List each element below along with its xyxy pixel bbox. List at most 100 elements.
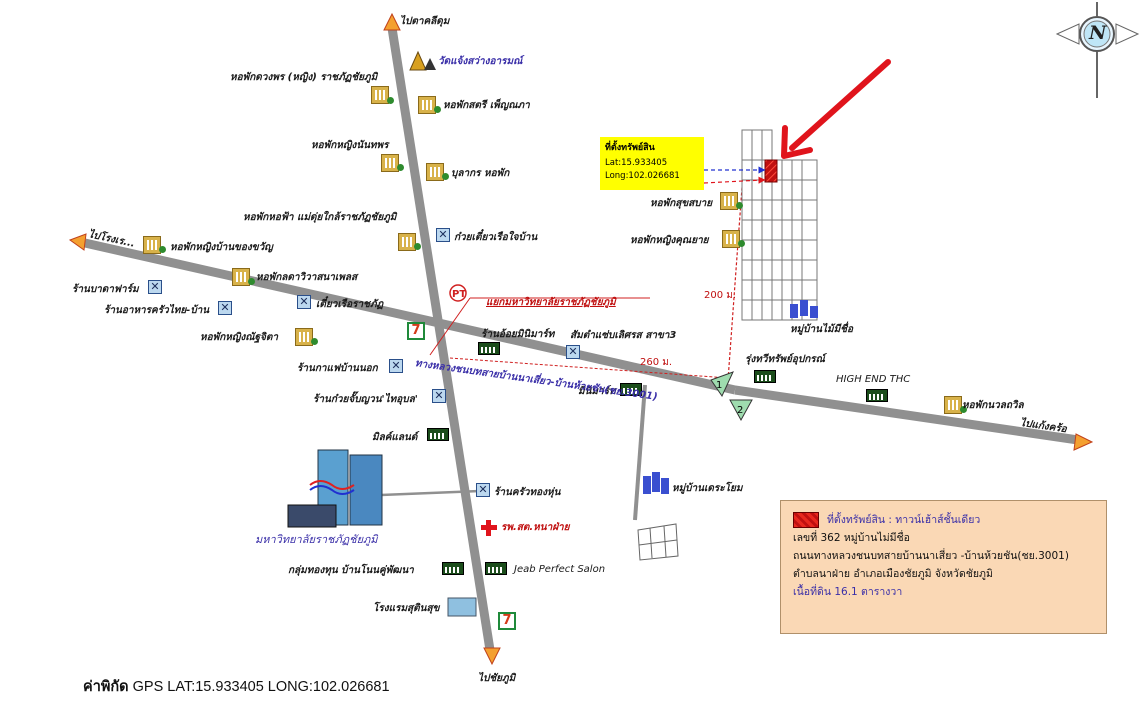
east-arrow-head [1073, 433, 1094, 451]
side-road-village [633, 384, 647, 521]
temple-label: วัดแจ้งสว่างอารมณ์ [438, 56, 523, 67]
shop-icon [620, 383, 642, 396]
dorm-label-6: หอพักหญิงบ้านของขวัญ [170, 242, 273, 253]
village-label-south: หมู่บ้านเดระโยม [672, 483, 743, 494]
shop-icon [866, 389, 888, 402]
info-legend-row: ที่ตั้งทรัพย์สิน : ทาวน์เฮ้าส์ชั้นเดียว [793, 511, 1096, 529]
tree-icon [414, 243, 421, 250]
university-gate-label: แยกมหาวิทยาลัยราชภัฏชัยภูมิ [486, 297, 616, 308]
hotel-label: โรงแรมสุตินสุข [373, 603, 440, 614]
distance-260-line [449, 357, 729, 379]
restaurant-icon: ✕ [389, 359, 403, 373]
convenience-store-icon: 7 [498, 612, 516, 630]
tree-icon [248, 278, 255, 285]
tree-icon [387, 97, 394, 104]
distance-label-side: 200 ม. [704, 290, 737, 301]
tree-icon [442, 173, 449, 180]
svg-text:PT: PT [452, 289, 466, 300]
shop-label-8: Jeab Perfect Salon [514, 564, 606, 575]
shop-icon [442, 562, 464, 575]
property-info-box: ที่ตั้งทรัพย์สิน : ทาวน์เฮ้าส์ชั้นเดียว … [780, 500, 1107, 634]
junction-marker-2: 2 [729, 399, 753, 422]
property-marker [764, 159, 778, 183]
restaurant-icon: ✕ [148, 280, 162, 294]
shop-label-4: รุ่งทวีทรัพย์อุปกรณ์ [745, 354, 825, 365]
distance-label-main: 260 ม. [640, 357, 673, 368]
dorm-building-icon [143, 236, 161, 254]
info-legend-text: ที่ตั้งทรัพย์สิน : ทาวน์เฮ้าส์ชั้นเดียว [827, 514, 981, 526]
hospital-label: รพ.สต.หนาฝ่าย [501, 522, 570, 533]
temple-icon [409, 50, 436, 71]
gps-value: GPS LAT:15.933405 LONG:102.026681 [132, 679, 390, 695]
restaurant-icon: ✕ [218, 301, 232, 315]
dorm-label-2: หอพักสตรี เพ็ญณภา [443, 100, 530, 111]
compass-north-letter: N [1089, 22, 1107, 44]
tree-icon [738, 240, 745, 247]
direction-south: ไปชัยภูมิ [478, 673, 516, 684]
side-road-property [727, 159, 745, 381]
dorm-building-icon [418, 96, 436, 114]
eatery-label-6: ร้านก๋วยจั๊บญวน'ไทอุบล' [313, 394, 418, 405]
dorm-label-9: หอพักสุขสบาย [650, 198, 713, 209]
shop-icon [427, 428, 449, 441]
dorm-building-icon [720, 192, 738, 210]
info-address-1: เลขที่ 362 หมู่บ้านไม่มีชื่อ [793, 532, 910, 544]
dorm-building-icon [381, 154, 399, 172]
eatery-label-4: เตี๋ยวเรือราชภัฏ [316, 299, 384, 310]
university-label: มหาวิทยาลัยราชภัฏชัยภูมิ [255, 533, 378, 546]
village-icon-south [643, 472, 669, 494]
university-building-icon [287, 449, 383, 528]
shop-label-7: กลุ่มทองทุน บ้านโนนคู่พัฒนา [288, 565, 414, 576]
info-area: เนื้อที่ดิน 16.1 ตารางวา [793, 586, 903, 598]
hospital-cross-icon [481, 520, 497, 536]
restaurant-icon: ✕ [476, 483, 490, 497]
north-arrow-head [383, 12, 401, 31]
junction-marker-1: 1 [710, 371, 734, 398]
village-label-north: หมู่บ้านไม้มีชื่อ [790, 324, 853, 335]
dorm-label-1: หอพักดวงพร (หญิง) ราชภัฏชัยภูมิ [230, 72, 378, 83]
side-road-university [379, 489, 481, 497]
dorm-building-icon [371, 86, 389, 104]
shop-label-5: HIGH END THC [836, 374, 911, 385]
shop-label-3: มินิมาร์ท [578, 386, 616, 397]
village-icon-north [790, 300, 818, 318]
dorm-label-8: หอพักหญิงณัฐจิตา [200, 332, 279, 343]
restaurant-icon: ✕ [432, 389, 446, 403]
gps-coordinates: ค่าพิกัด GPS LAT:15.933405 LONG:102.0266… [83, 675, 390, 698]
convenience-store-icon: 7 [407, 322, 425, 340]
shop-icon [754, 370, 776, 383]
eatery-label-7: ร้านครัวทองหุ่น [494, 487, 561, 498]
tree-icon [960, 406, 967, 413]
dorm-building-icon [398, 233, 416, 251]
direction-north: ไปตาคลีดุม [400, 16, 450, 27]
dorm-label-7: หอพักลดาวิวาสนาเพลส [256, 272, 358, 283]
dorm-building-icon [426, 163, 444, 181]
tree-icon [397, 164, 404, 171]
eatery-label-1: ก๋วยเตี๋ยวเรือใจบ้าน [454, 232, 538, 243]
hotel-icon [447, 597, 477, 617]
main-road-west-east [84, 238, 1079, 445]
restaurant-icon: ✕ [566, 345, 580, 359]
compass-rose: N [1055, 2, 1140, 100]
west-arrow-head [68, 233, 87, 251]
shop-label-2: สัมตำแซ่บเลิศรส สาขา3 [570, 330, 677, 341]
property-box-long: Long:102.026681 [605, 171, 680, 181]
eatery-label-3: ร้านอาหารครัวไทย-บ้าน [104, 305, 210, 316]
property-hatch-swatch [793, 512, 819, 528]
gps-label: ค่าพิกัด [83, 679, 129, 695]
property-box-lat: Lat:15.933405 [605, 158, 668, 168]
info-address-3: ตำบลนาฝ่าย อำเภอเมืองชัยภูมิ จังหวัดชัยภ… [793, 568, 993, 580]
info-address-2: ถนนทางหลวงชนบทสายบ้านนาเสี่ยว -บ้านห้วยช… [793, 550, 1069, 562]
gate-label-line [429, 297, 471, 356]
south-arrow-head [483, 647, 501, 666]
dorm-building-icon [295, 328, 313, 346]
tree-icon [311, 338, 318, 345]
shop-label-1: ร้านอ้อยมินิมาร์ท [481, 329, 555, 340]
dorm-building-icon [232, 268, 250, 286]
dorm-label-4: บุลากร หอพัก [451, 168, 510, 179]
dorm-label-10: หอพักหญิงคุณยาย [630, 235, 709, 246]
townhouse-grid [741, 129, 818, 321]
dorm-building-icon [944, 396, 962, 414]
eatery-label-5: ร้านกาแฟบ้านนอก [297, 363, 378, 374]
